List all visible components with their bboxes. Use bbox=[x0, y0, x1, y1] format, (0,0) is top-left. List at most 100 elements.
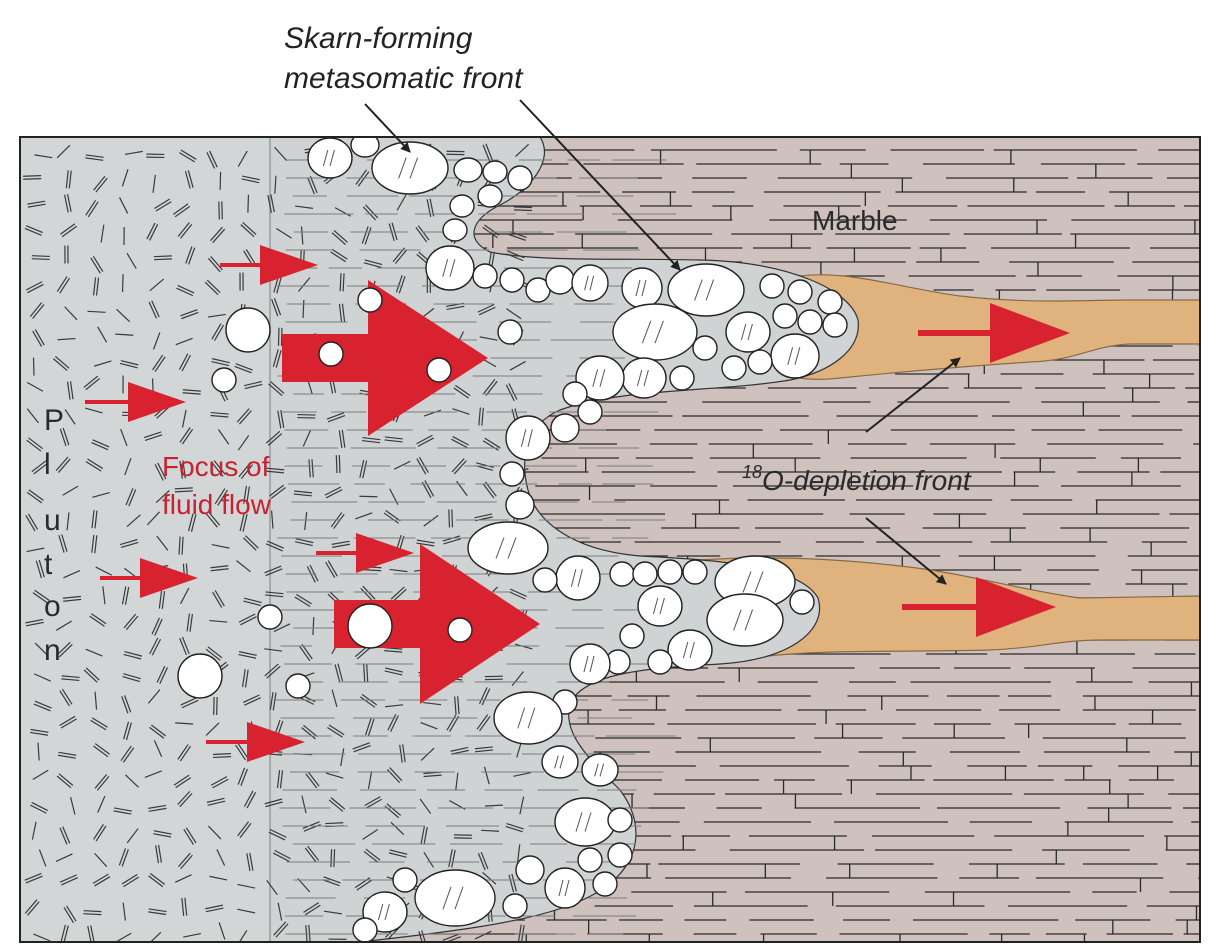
pluton-stroke bbox=[94, 852, 108, 868]
pluton-stroke bbox=[243, 600, 261, 607]
clast bbox=[721, 355, 747, 381]
pluton-stroke bbox=[362, 585, 376, 600]
clast-hatch bbox=[558, 879, 564, 897]
pluton-stroke bbox=[356, 646, 372, 660]
clast-hatch bbox=[409, 157, 419, 179]
pluton-stroke bbox=[272, 349, 279, 367]
pluton-stroke bbox=[423, 514, 439, 527]
clast bbox=[619, 623, 645, 649]
pluton-stroke bbox=[28, 437, 44, 450]
clast bbox=[667, 263, 745, 317]
pluton-stroke bbox=[443, 538, 461, 545]
pluton-stroke bbox=[205, 722, 220, 736]
pluton-stroke bbox=[453, 460, 467, 475]
clast-hatch bbox=[643, 369, 649, 387]
skarn-pointer-line bbox=[519, 99, 681, 271]
pluton-stroke bbox=[297, 878, 311, 893]
clast bbox=[177, 653, 223, 699]
pluton-stroke bbox=[418, 931, 423, 942]
pluton-stroke bbox=[25, 281, 43, 291]
pluton-stroke bbox=[182, 392, 201, 395]
pluton-stroke bbox=[153, 740, 163, 758]
clast bbox=[371, 141, 449, 195]
pluton-stroke bbox=[206, 151, 216, 169]
pluton-stroke bbox=[183, 932, 202, 938]
pluton-stroke bbox=[307, 177, 315, 195]
pluton-stroke bbox=[181, 636, 190, 654]
pluton-stroke bbox=[294, 490, 313, 494]
pluton-stroke bbox=[295, 538, 314, 544]
pluton-stroke bbox=[327, 415, 346, 423]
pluton-stroke bbox=[61, 678, 80, 682]
pluton-stroke bbox=[217, 429, 230, 445]
pluton-stroke bbox=[238, 653, 257, 659]
pluton-stroke bbox=[123, 613, 137, 629]
pluton-stroke bbox=[123, 876, 140, 888]
pluton-stroke bbox=[91, 510, 95, 529]
pluton-stroke bbox=[475, 749, 494, 753]
pluton-stroke bbox=[61, 534, 68, 552]
pluton-stroke bbox=[174, 487, 193, 490]
pluton-stroke bbox=[189, 613, 194, 632]
pluton-stroke bbox=[124, 150, 143, 155]
pluton-stroke bbox=[296, 593, 312, 605]
pluton-stroke bbox=[153, 833, 172, 838]
pluton-stroke bbox=[185, 827, 197, 844]
pluton-stroke bbox=[450, 746, 469, 752]
pluton-stroke bbox=[339, 273, 342, 292]
pluton-stroke bbox=[265, 591, 284, 595]
pluton-stroke bbox=[448, 849, 453, 868]
pluton-stroke bbox=[482, 483, 495, 499]
pluton-letter: n bbox=[44, 634, 61, 667]
pluton-stroke bbox=[474, 513, 493, 519]
clast bbox=[581, 753, 619, 787]
clast-hatch bbox=[583, 655, 589, 673]
pluton-stroke bbox=[207, 825, 222, 840]
clast-hatch bbox=[794, 347, 801, 365]
pluton-stroke bbox=[384, 670, 403, 676]
pluton-stroke bbox=[58, 751, 77, 756]
pluton-stroke bbox=[384, 436, 403, 440]
pluton-stroke bbox=[90, 613, 107, 625]
clast bbox=[772, 303, 798, 329]
pluton-stroke bbox=[126, 828, 139, 844]
pluton-stroke bbox=[25, 515, 36, 532]
pluton-stroke bbox=[175, 337, 193, 346]
pluton-stroke bbox=[267, 194, 272, 213]
pluton-stroke bbox=[206, 797, 225, 803]
clast-hatch bbox=[584, 275, 589, 291]
pluton-stroke bbox=[66, 381, 71, 400]
pluton-stroke bbox=[485, 380, 498, 396]
pluton-stroke bbox=[276, 227, 292, 239]
pluton-stroke bbox=[87, 925, 92, 942]
clast bbox=[515, 855, 545, 885]
pluton-stroke bbox=[214, 590, 225, 607]
pluton-stroke bbox=[385, 667, 403, 673]
pluton-stroke bbox=[149, 278, 164, 292]
clast-hatch bbox=[398, 157, 407, 179]
clast bbox=[692, 335, 718, 361]
pluton-stroke bbox=[333, 230, 348, 243]
pluton-stroke bbox=[340, 748, 345, 767]
clast-hatch bbox=[589, 655, 595, 673]
pluton-texture bbox=[23, 143, 533, 942]
pluton-stroke bbox=[181, 897, 185, 916]
pluton-stroke bbox=[265, 543, 283, 552]
pluton-stroke bbox=[53, 358, 68, 371]
pluton-stroke bbox=[240, 616, 257, 626]
skarn-front-label-line2: metasomatic front bbox=[284, 62, 524, 95]
pluton-stroke bbox=[270, 194, 275, 213]
pluton-stroke bbox=[237, 150, 248, 167]
pluton-stroke bbox=[85, 667, 100, 681]
pluton-stroke bbox=[362, 436, 381, 441]
pluton-stroke bbox=[120, 359, 139, 366]
clast-hatch bbox=[599, 369, 606, 387]
pluton-stroke bbox=[359, 459, 365, 478]
clast bbox=[562, 381, 588, 407]
pluton-stroke bbox=[148, 908, 167, 913]
pluton-stroke bbox=[33, 703, 51, 712]
clast bbox=[285, 673, 311, 699]
pluton-stroke bbox=[179, 745, 192, 762]
pluton-stroke bbox=[415, 227, 428, 243]
clast bbox=[425, 245, 475, 291]
